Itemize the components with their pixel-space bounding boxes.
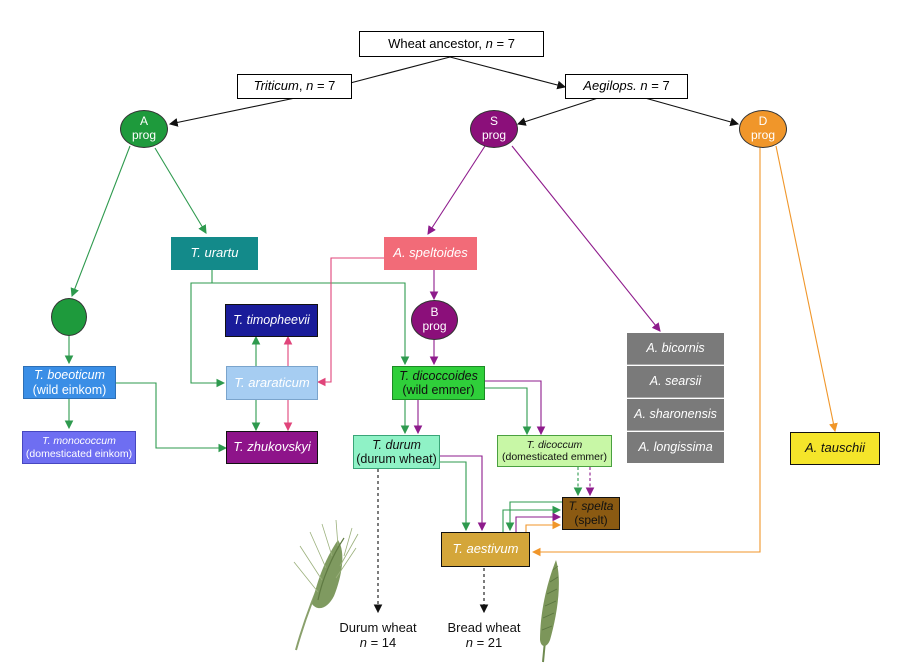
t-spelta-box: T. spelta (spelt) [562, 497, 620, 530]
species-name: A. speltoides [393, 245, 468, 261]
species-name: T. araraticum [234, 374, 310, 390]
a-bicornis-cell: A. bicornis [627, 333, 724, 365]
edge-s-speltoides [427, 145, 486, 235]
edge-aegilops-s [516, 97, 599, 126]
a-sharonensis-cell: A. sharonensis [627, 399, 724, 431]
node-line1: D [758, 114, 768, 129]
bread-wheat-output: Bread wheat n = 21 [436, 618, 532, 654]
edge-d-aestivum [531, 147, 761, 557]
t-zhukovskyi-box: T. zhukovskyi [226, 431, 318, 464]
node-line2: prog [131, 128, 157, 142]
common-name: (spelt) [574, 512, 608, 527]
species-name: A. tauschii [805, 440, 865, 456]
edge-triticum-a [168, 96, 301, 127]
s-progenitor-node: S prog [470, 110, 518, 148]
ploidy-n: n [465, 635, 473, 650]
edge-d-tauschii [775, 145, 838, 433]
aegilops-label: Aegilops. [583, 78, 637, 94]
output-label: Bread wheat [447, 620, 521, 636]
t-timopheevii-box: T. timopheevii [225, 304, 318, 337]
t-dicoccum-box: T. dicoccum (domesticated emmer) [497, 435, 612, 467]
node-line2: prog [481, 128, 507, 142]
t-urartu-box: T. urartu [171, 237, 258, 270]
t-aestivum-box: T. aestivum [441, 532, 530, 567]
edge-aestivum-spelta-green [502, 505, 562, 542]
species-name: A. longissima [638, 440, 713, 455]
node-line1: A [139, 114, 148, 129]
ploidy-value: = 7 [492, 35, 515, 51]
species-name: A. sharonensis [634, 407, 717, 422]
triticum-label: Triticum [253, 78, 299, 94]
unnamed-a-node [51, 298, 87, 336]
node-line2: prog [422, 319, 447, 333]
a-tauschii-box: A. tauschii [790, 432, 880, 465]
node-line1: B [430, 305, 439, 320]
node-line1: S [489, 114, 498, 129]
edge-dicoccoides-dicoccum-mag [485, 380, 546, 436]
common-name: (domesticated einkom) [25, 447, 133, 460]
common-name: (domesticated emmer) [501, 451, 608, 463]
edge-durum-aestivum-mag [440, 455, 487, 532]
durum-wheat-output: Durum wheat n = 14 [330, 618, 426, 654]
wheat-ancestor-label: Wheat ancestor [388, 35, 479, 51]
t-dicoccoides-box: T. dicoccoides (wild emmer) [392, 366, 485, 400]
a-progenitor-node: A prog [120, 110, 168, 148]
common-name: (wild einkom) [32, 382, 107, 397]
ploidy-value: = 7 [647, 78, 670, 94]
species-name: T. monococcum [42, 435, 116, 448]
wheat-ancestor-box: Wheat ancestor, n = 7 [359, 31, 544, 57]
species-name: T. urartu [190, 245, 239, 261]
bread-wheat-ear-illustration [540, 560, 559, 663]
t-araraticum-box: T. araraticum [226, 366, 318, 400]
edge-aestivum-spelta-orange [525, 520, 562, 542]
species-name: T. boeoticum [33, 368, 106, 383]
d-progenitor-node: D prog [739, 110, 787, 148]
species-name: T. durum [372, 437, 421, 452]
t-monococcum-box: T. monococcum (domesticated einkom) [22, 431, 136, 464]
ploidy-n: n [306, 78, 314, 94]
edge-dicoccoides-dicoccum [485, 387, 532, 436]
species-name: T. timopheevii [233, 313, 310, 328]
ploidy-value: = 14 [366, 635, 397, 650]
a-speltoides-box: A. speltoides [384, 237, 477, 270]
edge-s-aegilops-group [511, 145, 661, 332]
edge-a-unnamed [70, 145, 131, 298]
triticum-box: Triticum, n = 7 [237, 74, 352, 99]
species-name: A. bicornis [646, 341, 705, 356]
edge-a-urartu [154, 147, 207, 234]
ploidy-n: n [640, 78, 648, 94]
ploidy-n: n [485, 35, 493, 51]
edge-root-triticum [333, 56, 451, 90]
edge-aegilops-d [644, 97, 740, 127]
aegilops-sitopsis-group: A. bicornis A. searsii A. sharonensis A.… [627, 333, 724, 463]
node-line2: prog [750, 128, 776, 142]
durum-wheat-ear-illustration [293, 519, 359, 651]
a-longissima-cell: A. longissima [627, 432, 724, 463]
species-name: T. dicoccum [526, 438, 583, 451]
common-name: (wild emmer) [402, 383, 475, 397]
ploidy-value: = 7 [313, 78, 336, 94]
edge-urartu-dicoccoides [212, 282, 410, 366]
b-progenitor-node: B prog [411, 300, 458, 340]
aegilops-box: Aegilops. n = 7 [565, 74, 688, 99]
ploidy-value: = 21 [472, 635, 503, 650]
species-name: T. spelta [568, 498, 614, 513]
edge-durum-aestivum [440, 461, 471, 532]
common-name: (durum wheat) [356, 452, 437, 466]
species-name: T. dicoccoides [399, 368, 478, 383]
edge-root-aegilops [449, 56, 567, 90]
species-name: T. aestivum [452, 541, 519, 557]
species-name: T. zhukovskyi [233, 439, 311, 455]
ploidy-n: n [359, 635, 367, 650]
edge-spelta-aestivum [505, 501, 563, 532]
output-label: Durum wheat [339, 620, 417, 636]
a-searsii-cell: A. searsii [627, 366, 724, 398]
t-boeoticum-box: T. boeoticum (wild einkom) [23, 366, 116, 399]
edge-speltoides-ararat [316, 257, 384, 387]
t-durum-box: T. durum (durum wheat) [353, 435, 440, 469]
edge-urartu-ararat [190, 270, 226, 388]
species-name: A. searsii [649, 374, 702, 389]
edge-boeoticum-zhukovskyi [116, 382, 228, 453]
